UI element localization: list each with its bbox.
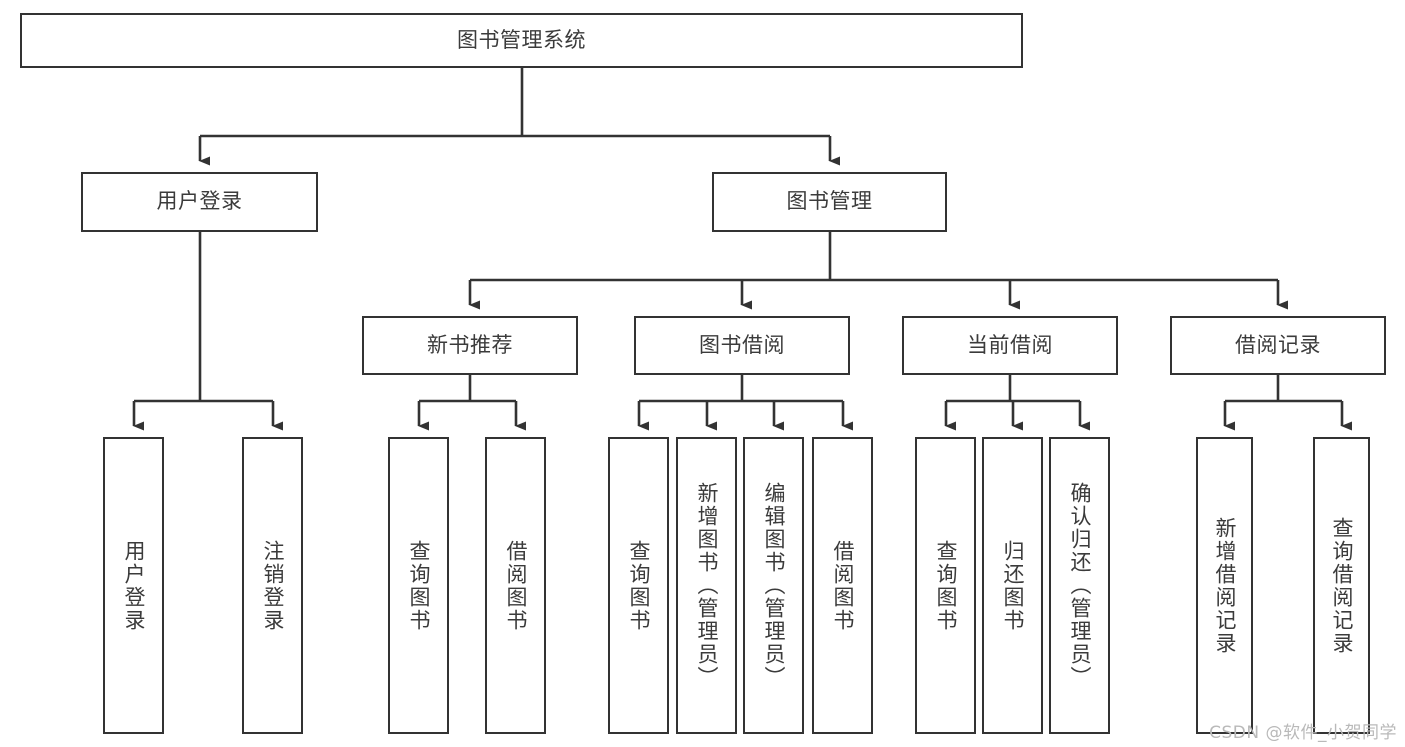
node-leaf-br-query[interactable]: 查询图书	[608, 437, 669, 734]
node-book-manage[interactable]: 图书管理	[712, 172, 947, 232]
node-label: 图书管理系统	[457, 27, 586, 52]
node-leaf-br-edit[interactable]: 编辑图书（管理员）	[743, 437, 804, 734]
node-label: 查询图书	[627, 539, 651, 632]
node-borrow-record[interactable]: 借阅记录	[1170, 316, 1386, 375]
node-leaf-cb-query[interactable]: 查询图书	[915, 437, 976, 734]
node-label: 查询借阅记录	[1330, 516, 1354, 655]
node-new-book-rec[interactable]: 新书推荐	[362, 316, 578, 375]
node-root[interactable]: 图书管理系统	[20, 13, 1023, 68]
node-label: 借阅图书	[504, 539, 528, 632]
node-label: 查询图书	[934, 539, 958, 632]
node-label: 用户登录	[122, 539, 146, 632]
node-label: 用户登录	[156, 189, 243, 214]
node-label: 图书借阅	[699, 332, 785, 357]
node-label: 查询图书	[407, 539, 431, 632]
node-label: 借阅图书	[831, 539, 855, 632]
node-label: 注销登录	[261, 539, 285, 632]
node-leaf-rec-borrow[interactable]: 借阅图书	[485, 437, 546, 734]
node-leaf-rec-query[interactable]: 查询图书	[388, 437, 449, 734]
node-leaf-br-borrow[interactable]: 借阅图书	[812, 437, 873, 734]
node-leaf-cb-confirm[interactable]: 确认归还（管理员）	[1049, 437, 1110, 734]
node-leaf-br-add[interactable]: 新增图书（管理员）	[676, 437, 737, 734]
node-leaf-user-logout[interactable]: 注销登录	[242, 437, 303, 734]
node-label: 新增图书（管理员）	[695, 482, 719, 689]
node-user-login[interactable]: 用户登录	[81, 172, 318, 232]
node-leaf-user-login[interactable]: 用户登录	[103, 437, 164, 734]
node-label: 当前借阅	[967, 332, 1053, 357]
node-current-borrow[interactable]: 当前借阅	[902, 316, 1118, 375]
node-leaf-cb-return[interactable]: 归还图书	[982, 437, 1043, 734]
node-label: 编辑图书（管理员）	[762, 482, 786, 689]
node-label: 借阅记录	[1235, 332, 1321, 357]
node-book-borrow[interactable]: 图书借阅	[634, 316, 850, 375]
node-label: 新增借阅记录	[1213, 516, 1237, 655]
node-label: 确认归还（管理员）	[1068, 482, 1092, 689]
node-leaf-rec-add[interactable]: 新增借阅记录	[1196, 437, 1253, 734]
node-leaf-rec-query2[interactable]: 查询借阅记录	[1313, 437, 1370, 734]
node-label: 归还图书	[1001, 539, 1025, 632]
node-label: 图书管理	[786, 189, 873, 214]
node-label: 新书推荐	[427, 332, 513, 357]
